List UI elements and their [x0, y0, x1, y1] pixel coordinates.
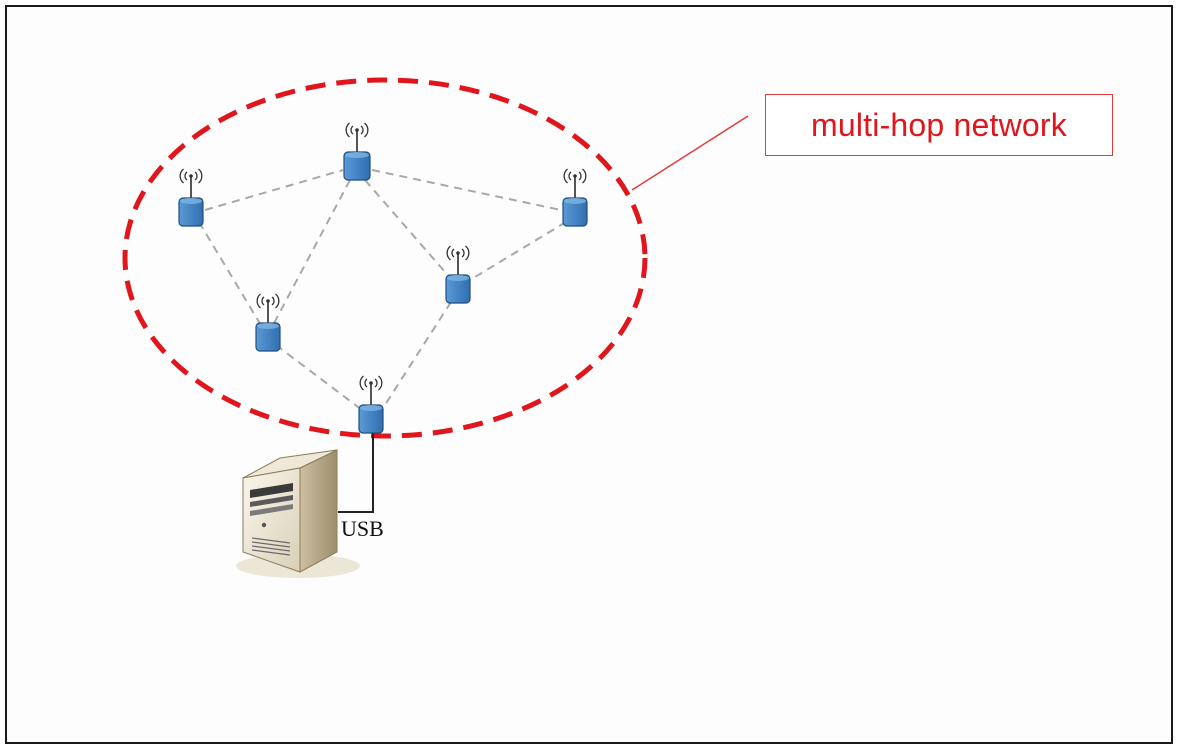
callout-label: multi-hop network — [811, 106, 1067, 143]
link-node1-node4 — [198, 221, 263, 328]
multi-hop-network-callout: multi-hop network — [765, 94, 1113, 156]
link-node2-node5 — [364, 179, 453, 281]
link-node5-gateway — [382, 301, 452, 409]
usb-cable — [338, 432, 374, 513]
usb-label: USB — [341, 516, 384, 541]
node-3 — [562, 168, 588, 227]
network-boundary-ellipse — [122, 77, 648, 439]
node-1 — [178, 168, 204, 227]
link-node2-node4 — [271, 179, 351, 328]
gateway-node — [358, 375, 384, 434]
link-node2-node3 — [371, 169, 562, 211]
mesh-links — [198, 169, 567, 411]
node-2 — [343, 122, 371, 181]
node-4 — [255, 293, 281, 352]
callout-pointer-line — [631, 115, 749, 191]
node-5 — [445, 245, 471, 304]
link-node1-node2 — [204, 169, 344, 211]
link-node4-gateway — [275, 344, 363, 411]
computer-tower-icon — [236, 449, 360, 578]
link-node3-node5 — [469, 221, 567, 281]
